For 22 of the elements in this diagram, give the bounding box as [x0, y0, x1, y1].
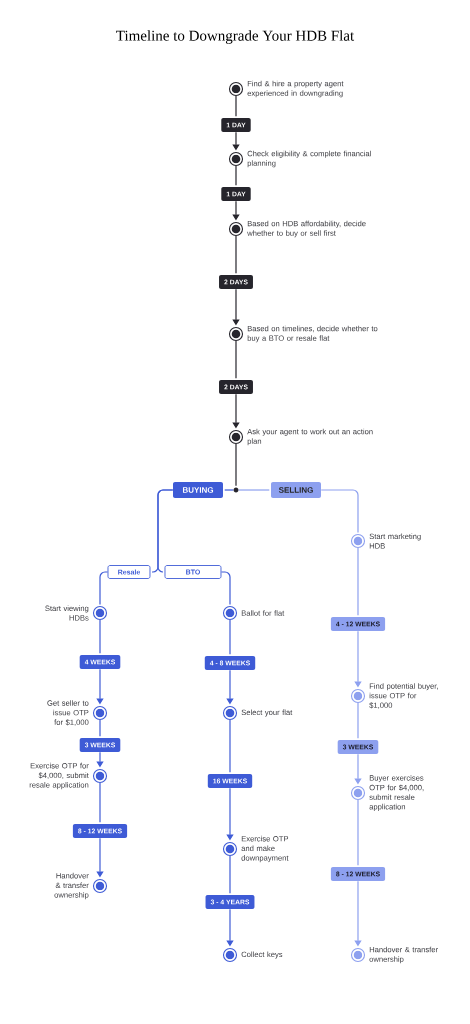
branch-tag: BUYING [173, 482, 223, 498]
connector [157, 489, 174, 573]
connector [235, 443, 237, 487]
connector [235, 235, 237, 274]
title: Timeline to Downgrade Your HDB Flat [116, 30, 355, 44]
connector [229, 855, 231, 894]
connector [224, 489, 234, 491]
connector [99, 619, 101, 654]
connector [229, 619, 231, 655]
branch-tag: SELLING [271, 482, 321, 498]
connector [357, 547, 359, 616]
connector [99, 782, 101, 823]
connector [235, 165, 237, 186]
connector [220, 571, 231, 606]
connector [229, 719, 231, 773]
connector [99, 719, 101, 737]
connector [235, 95, 237, 117]
connector [235, 340, 237, 379]
connector [357, 799, 359, 866]
connector [320, 489, 359, 534]
connector [238, 489, 270, 491]
connector [357, 702, 359, 739]
